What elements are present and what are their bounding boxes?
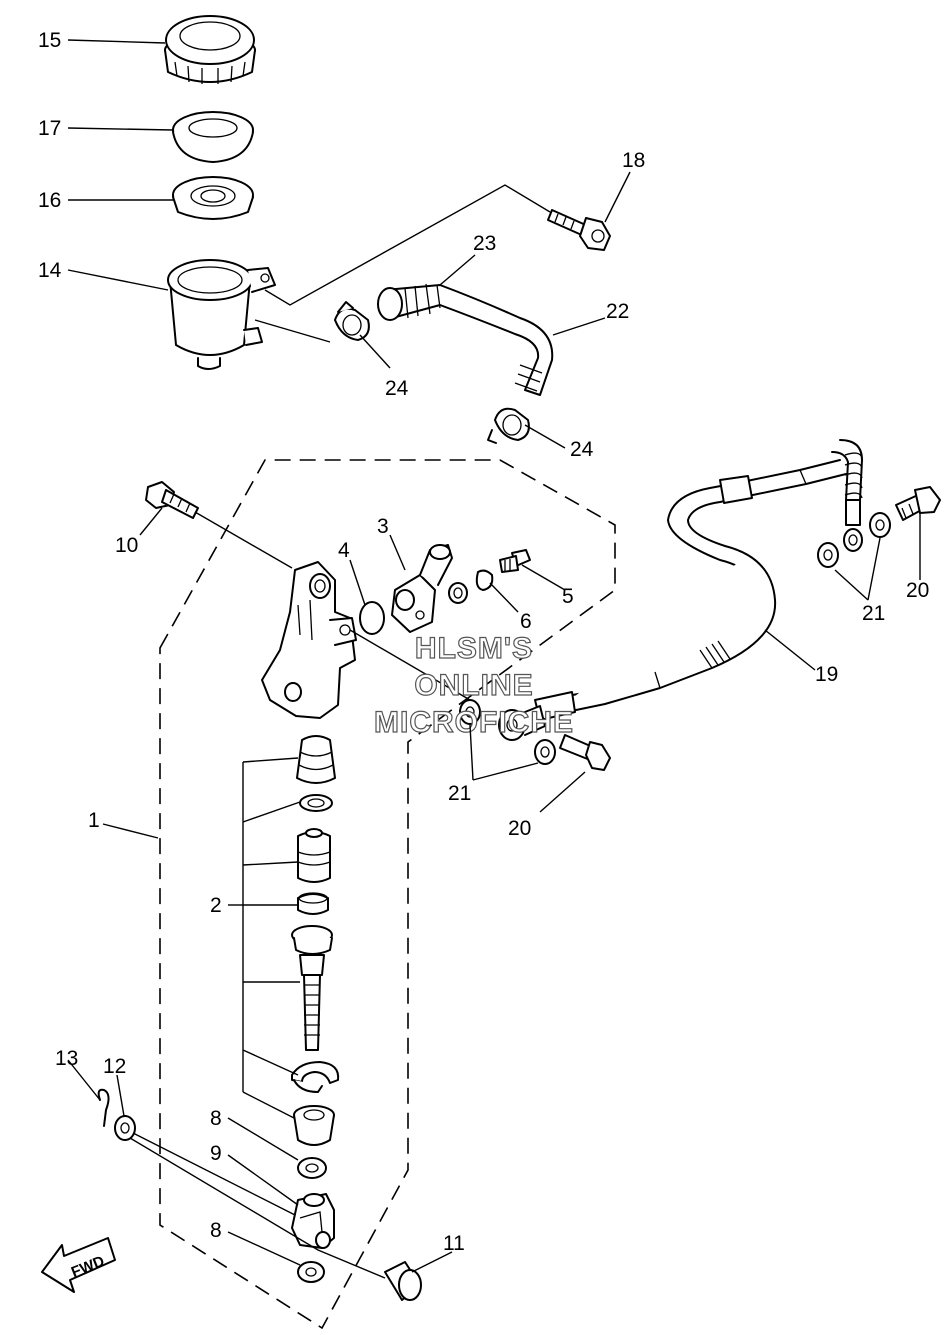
callout-17: 17 [38,117,61,140]
callout-12: 12 [103,1055,126,1078]
watermark-line3: MICROFICHE [374,706,574,739]
push-rod [291,925,333,1051]
diaphragm [172,176,254,220]
callout-15: 15 [38,29,61,52]
master-cylinder-body [261,561,357,719]
circlip-small [475,569,494,591]
watermark-line2: ONLINE [414,669,533,702]
crush-washer [459,699,481,725]
assembly-boundary [159,459,616,1330]
joint-washer [448,582,468,604]
circlip [291,1061,340,1093]
callout-13: 13 [55,1047,78,1070]
callout-10: 10 [115,534,138,557]
reservoir-bolt [547,209,611,251]
callout-18: 18 [622,149,645,172]
cup-primary [299,794,333,812]
callout-20-right: 20 [906,579,929,602]
hose-joint [391,544,453,633]
callout-8-upper: 8 [210,1107,222,1130]
crush-washer-2 [534,739,556,765]
clevis-pin [384,1261,422,1301]
hose-clamp-lower [487,407,530,444]
callout-1: 1 [88,809,100,832]
callout-19: 19 [815,663,838,686]
callout-14: 14 [38,259,62,282]
lock-nut [297,1157,327,1179]
spring [296,735,336,784]
callout-9: 9 [210,1142,222,1165]
piston [297,828,331,883]
lock-nut-lower [297,1261,325,1283]
callout-23: 23 [473,232,496,255]
watermark-line1: HLSM'S [415,632,533,665]
callout-24-top: 24 [385,377,409,400]
callout-21-right: 21 [862,602,885,625]
clevis [291,1193,335,1249]
callout-21-center: 21 [448,782,471,805]
plain-washer [114,1115,136,1141]
crush-washer-3 [817,542,839,568]
callout-2: 2 [210,894,222,917]
reservoir-hose [377,283,554,396]
callout-3: 3 [377,515,389,538]
callout-4: 4 [338,539,350,562]
dust-boot [293,1105,335,1146]
brake-hose [498,439,863,741]
callout-22: 22 [606,300,629,323]
joint-screw [499,549,531,573]
callout-11: 11 [443,1232,465,1255]
union-bolt [559,734,611,771]
cotter-pin [97,1088,110,1127]
fwd-arrow-icon: FWD [41,1237,116,1293]
callout-5: 5 [562,585,574,608]
callout-20-center: 20 [508,817,531,840]
reservoir-cap [164,15,256,84]
callout-16: 16 [38,189,61,212]
reservoir-tank [167,259,276,370]
crush-washer-4 [869,512,891,538]
o-ring [359,601,385,635]
callout-24-lower: 24 [570,438,594,461]
hose-clamp [334,301,370,341]
union-bolt-2 [895,486,941,521]
diaphragm-plate [172,111,254,163]
callout-8-lower: 8 [210,1219,222,1242]
mounting-bolt [145,481,199,519]
callout-6: 6 [520,610,532,633]
cup-secondary [297,892,329,915]
watermark: HLSM'S ONLINE MICROFICHE [373,631,574,739]
